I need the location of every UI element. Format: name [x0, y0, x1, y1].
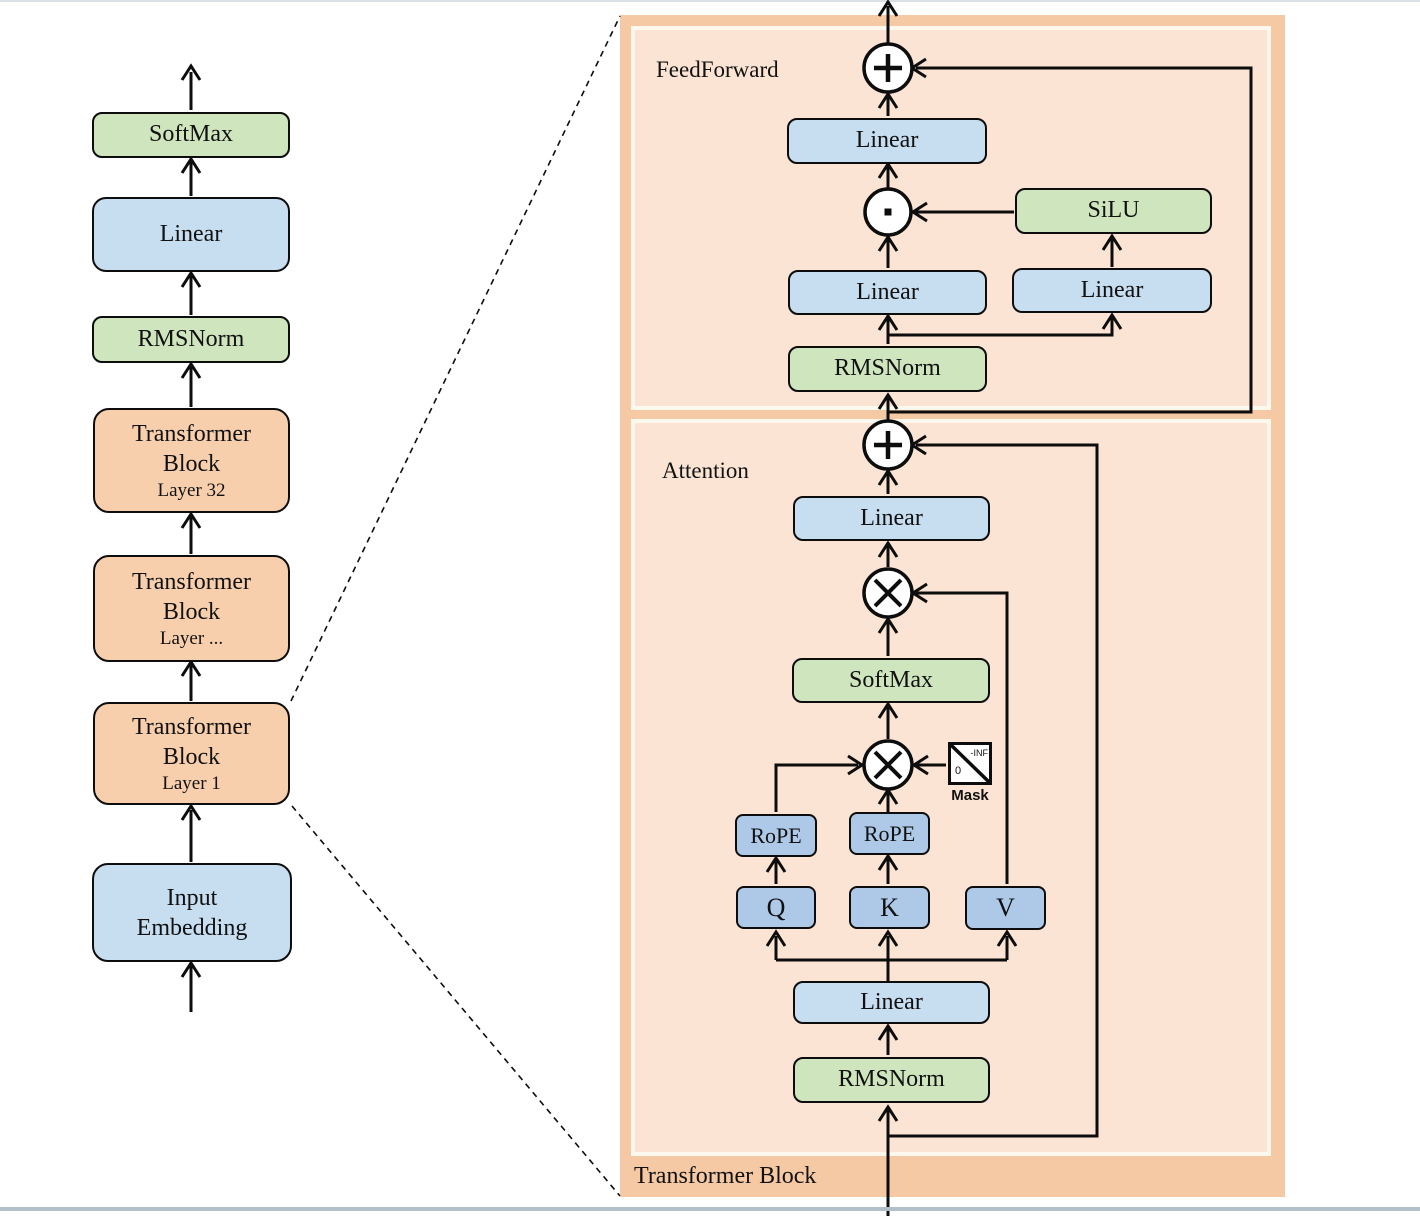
ff-linear-out-box: Linear [787, 118, 987, 164]
top-border-line [0, 0, 1420, 2]
att-linear-out-box: Linear [793, 496, 990, 541]
ff-linear-out-label: Linear [855, 127, 919, 154]
ff-linear-gate-label: Linear [856, 278, 919, 305]
rmsnorm-box-left: RMSNorm [92, 316, 290, 363]
rmsnorm-label: RMSNorm [137, 325, 245, 352]
att-rmsnorm-box: RMSNorm [793, 1057, 990, 1103]
attention-section-label: Attention [662, 458, 749, 483]
zoom-guide-bottom [291, 805, 621, 1197]
silu-label: SiLU [1087, 197, 1140, 224]
block-layer-label: Layer 32 [157, 480, 226, 502]
q-label: Q [766, 892, 786, 922]
ff-linear-gate-box: Linear [788, 270, 987, 315]
transformer-block-panel-title: Transformer Block [634, 1163, 817, 1189]
v-box: V [965, 886, 1046, 930]
mask-zero-label: 0 [955, 765, 962, 777]
ff-rmsnorm-box: RMSNorm [788, 346, 987, 392]
zoom-guide-top [290, 15, 621, 702]
att-rmsnorm-label: RMSNorm [838, 1066, 945, 1093]
k-label: K [880, 892, 899, 922]
ff-linear-up-box: Linear [1012, 268, 1212, 313]
mask-label: Mask [951, 787, 989, 804]
rope-k-box: RoPE [849, 812, 930, 855]
softmax-box-left: SoftMax [92, 112, 290, 158]
input-embedding-label: Input Embedding [136, 884, 248, 941]
input-embedding-box: Input Embedding [92, 863, 292, 962]
att-linear-in-label: Linear [860, 988, 923, 1015]
v-label: V [996, 893, 1015, 923]
att-linear-out-label: Linear [860, 504, 923, 531]
block-label: Transformer Block [131, 714, 252, 771]
rope-k-label: RoPE [863, 820, 916, 846]
block-layer-label: Layer ... [159, 628, 224, 650]
transformer-block-32: Transformer Block Layer 32 [93, 408, 290, 513]
mask-neg-inf-label: -INF [970, 748, 989, 758]
k-box: K [849, 886, 930, 929]
softmax-label: SoftMax [149, 121, 233, 148]
linear-box-left: Linear [92, 197, 290, 272]
block-layer-label: Layer 1 [162, 773, 221, 795]
bottom-border-line [0, 1207, 1420, 1211]
ff-linear-up-label: Linear [1080, 276, 1144, 303]
att-softmax-label: SoftMax [849, 666, 933, 693]
rope-q-label: RoPE [750, 822, 802, 848]
mask-box: -INF 0 [948, 742, 992, 785]
feedforward-section-label: FeedForward [656, 57, 779, 82]
silu-box: SiLU [1015, 188, 1212, 234]
transformer-block-1: Transformer Block Layer 1 [93, 702, 290, 805]
att-linear-in-box: Linear [793, 981, 990, 1024]
linear-label: Linear [159, 220, 223, 247]
block-label: Transformer Block [131, 569, 252, 626]
att-softmax-box: SoftMax [792, 658, 990, 703]
ff-rmsnorm-label: RMSNorm [834, 355, 941, 382]
rope-q-box: RoPE [735, 814, 817, 857]
q-box: Q [736, 886, 816, 929]
transformer-block-dots: Transformer Block Layer ... [93, 555, 290, 662]
block-label: Transformer Block [131, 421, 252, 478]
